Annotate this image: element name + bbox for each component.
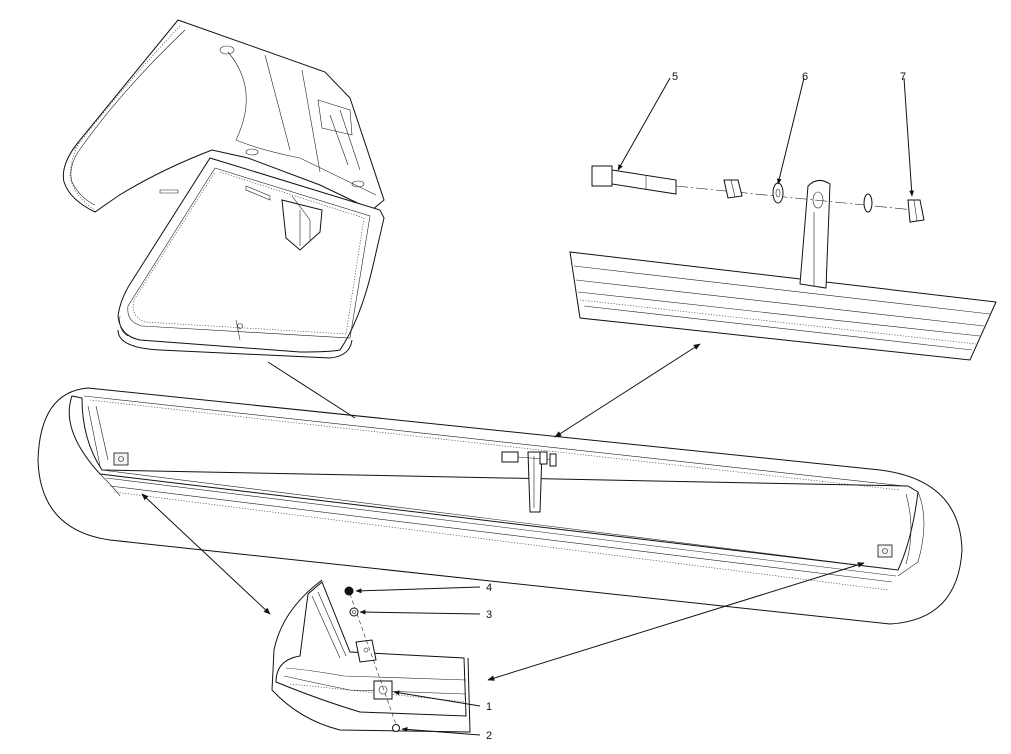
leader-3 bbox=[359, 609, 481, 615]
callout-2: 2 bbox=[486, 730, 492, 742]
arrow-to-bottom-left bbox=[141, 493, 271, 615]
leader-6 bbox=[776, 77, 805, 185]
rail-detail-view bbox=[37, 387, 963, 625]
arrow-to-top-right bbox=[554, 343, 701, 438]
callout-4: 4 bbox=[486, 582, 492, 594]
leader-2 bbox=[401, 727, 481, 736]
callout-6: 6 bbox=[802, 71, 808, 83]
leader-5 bbox=[617, 77, 671, 171]
detail-leader-line bbox=[267, 361, 356, 419]
callout-1: 1 bbox=[486, 701, 492, 713]
callout-3: 3 bbox=[486, 609, 492, 621]
callout-5: 5 bbox=[672, 71, 678, 83]
arrow-to-bottom-right bbox=[487, 562, 865, 681]
bolt-stack-detail bbox=[569, 165, 997, 361]
housing-overview bbox=[62, 19, 385, 359]
leader-4 bbox=[355, 586, 481, 594]
leader-7 bbox=[903, 77, 915, 197]
callout-7: 7 bbox=[900, 71, 906, 83]
leader-1 bbox=[393, 690, 481, 707]
corner-bracket-detail bbox=[271, 579, 471, 733]
